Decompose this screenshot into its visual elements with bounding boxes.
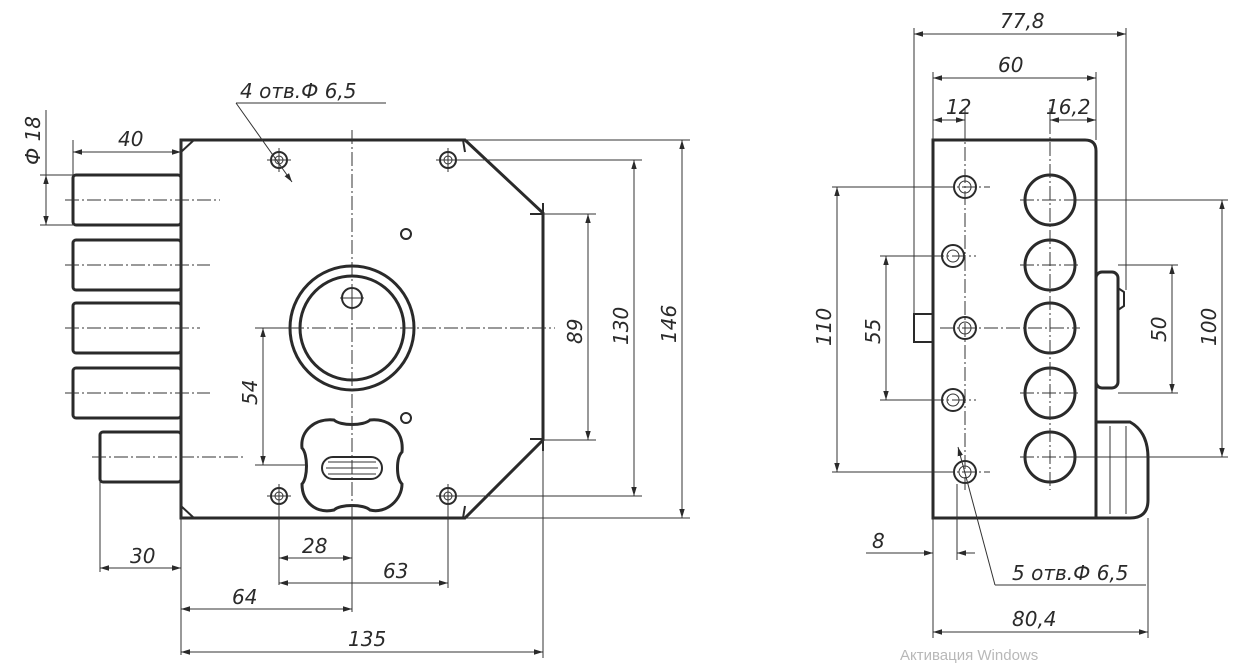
dim-60: 60 (998, 53, 1023, 77)
side-body-outline (931, 138, 1098, 520)
dim-100: 100 (1197, 308, 1221, 346)
dim-holes-4: 4 отв.Ф 6,5 (240, 79, 357, 103)
dim-110: 110 (812, 308, 836, 346)
windows-activation-watermark: Активация Windows (900, 647, 1039, 664)
dim-77-8: 77,8 (1000, 9, 1045, 33)
dim-146: 146 (657, 305, 681, 343)
corner-notch (180, 505, 197, 519)
corner-notch (462, 505, 466, 519)
dim-63: 63 (383, 559, 408, 583)
dim-dia-18: Ф 18 (21, 116, 45, 165)
dim-holes-5: 5 отв.Ф 6,5 (1012, 561, 1129, 585)
side-mounting-holes (941, 175, 977, 484)
dim-30: 30 (130, 544, 155, 568)
corner-notch (462, 139, 466, 153)
dim-12: 12 (946, 95, 971, 119)
dim-55: 55 (861, 319, 885, 344)
corner-notch (180, 139, 197, 153)
lock-front-view: Ф 18 40 4 отв.Ф 6,5 89 130 146 54 28 63 … (21, 79, 690, 658)
dim-40: 40 (118, 127, 143, 151)
small-hole (400, 412, 412, 424)
dim-135: 135 (348, 627, 386, 651)
dim-50: 50 (1147, 317, 1171, 342)
small-hole (400, 228, 412, 240)
dim-28: 28 (302, 534, 327, 558)
bolts (65, 173, 245, 484)
dim-54: 54 (238, 380, 262, 405)
dim-64: 64 (232, 585, 257, 609)
dim-80-4: 80,4 (1012, 607, 1057, 631)
dim-89: 89 (563, 319, 587, 344)
dim-8: 8 (872, 529, 885, 553)
lock-body-outline (179, 138, 545, 520)
dim-16-2: 16,2 (1046, 95, 1091, 119)
dim-130: 130 (609, 307, 633, 345)
lock-side-view: 77,8 60 12 16,2 110 55 50 100 8 5 отв.Ф … (812, 9, 1228, 638)
